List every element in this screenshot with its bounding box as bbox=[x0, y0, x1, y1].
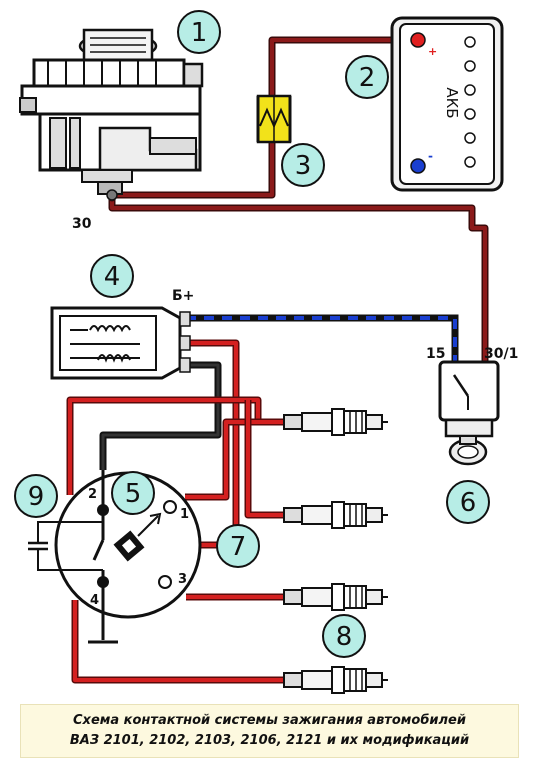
distributor bbox=[54, 470, 202, 644]
terminal-30-1-label: 30/1 bbox=[484, 346, 518, 362]
battery-minus-terminal bbox=[410, 158, 426, 174]
ignition-switch bbox=[438, 360, 500, 466]
contact-1-label: 1 bbox=[180, 507, 189, 522]
caption-line-1: Схема контактной системы зажигания автом… bbox=[73, 713, 466, 728]
spark-plug-1 bbox=[283, 408, 388, 436]
fuse bbox=[256, 94, 292, 144]
callout-5: 5 bbox=[111, 471, 155, 515]
callout-8: 8 bbox=[322, 614, 366, 658]
svg-text:8: 8 bbox=[336, 622, 353, 652]
callout-2: 2 bbox=[345, 55, 389, 99]
wire-coil-to-breaker bbox=[99, 361, 222, 470]
callout-1: 1 bbox=[177, 10, 221, 54]
callout-9: 9 bbox=[14, 474, 58, 518]
svg-text:6: 6 bbox=[460, 488, 477, 518]
battery-plus-terminal bbox=[410, 32, 426, 48]
distributor-contact-3 bbox=[158, 575, 172, 589]
generator bbox=[19, 28, 204, 201]
ignition-diagram: 30 + - АКБ Б+ bbox=[14, 10, 518, 694]
terminal-30-label: 30 bbox=[72, 216, 92, 232]
svg-text:7: 7 bbox=[230, 532, 247, 562]
battery bbox=[390, 16, 504, 192]
spark-plug-2 bbox=[283, 501, 388, 529]
terminal-b-plus-label: Б+ bbox=[172, 288, 194, 304]
svg-text:3: 3 bbox=[295, 151, 312, 181]
svg-text:1: 1 bbox=[191, 18, 208, 48]
ignition-coil bbox=[50, 306, 191, 380]
callout-3: 3 bbox=[281, 143, 325, 187]
callout-4: 4 bbox=[90, 254, 134, 298]
battery-minus-sign: - bbox=[428, 149, 433, 163]
contact-2-label: 2 bbox=[88, 487, 97, 502]
contact-3-label: 3 bbox=[178, 572, 187, 587]
battery-plus-sign: + bbox=[428, 45, 437, 58]
battery-label: АКБ bbox=[443, 87, 461, 118]
svg-text:9: 9 bbox=[28, 482, 45, 512]
callout-6: 6 bbox=[446, 480, 490, 524]
svg-text:4: 4 bbox=[104, 262, 121, 292]
svg-text:2: 2 bbox=[359, 63, 376, 93]
spark-plug-4 bbox=[283, 666, 388, 694]
capacitor bbox=[28, 521, 103, 571]
wire-plug-lead-1 bbox=[185, 400, 285, 519]
spark-plug-3 bbox=[283, 583, 388, 611]
svg-text:5: 5 bbox=[125, 479, 142, 509]
callout-7: 7 bbox=[216, 524, 260, 568]
terminal-15-label: 15 bbox=[426, 346, 445, 362]
contact-4-label: 4 bbox=[90, 593, 99, 608]
wire-plug-lead-4 bbox=[71, 600, 285, 684]
caption-line-2: ВАЗ 2101, 2102, 2103, 2106, 2121 и их мо… bbox=[69, 733, 470, 748]
diagram-caption: Схема контактной системы зажигания автом… bbox=[20, 704, 519, 758]
distributor-contact-1 bbox=[163, 500, 177, 514]
wire-switch-to-coil-b-plus bbox=[188, 314, 459, 365]
wire-generator-to-switch bbox=[108, 196, 489, 369]
